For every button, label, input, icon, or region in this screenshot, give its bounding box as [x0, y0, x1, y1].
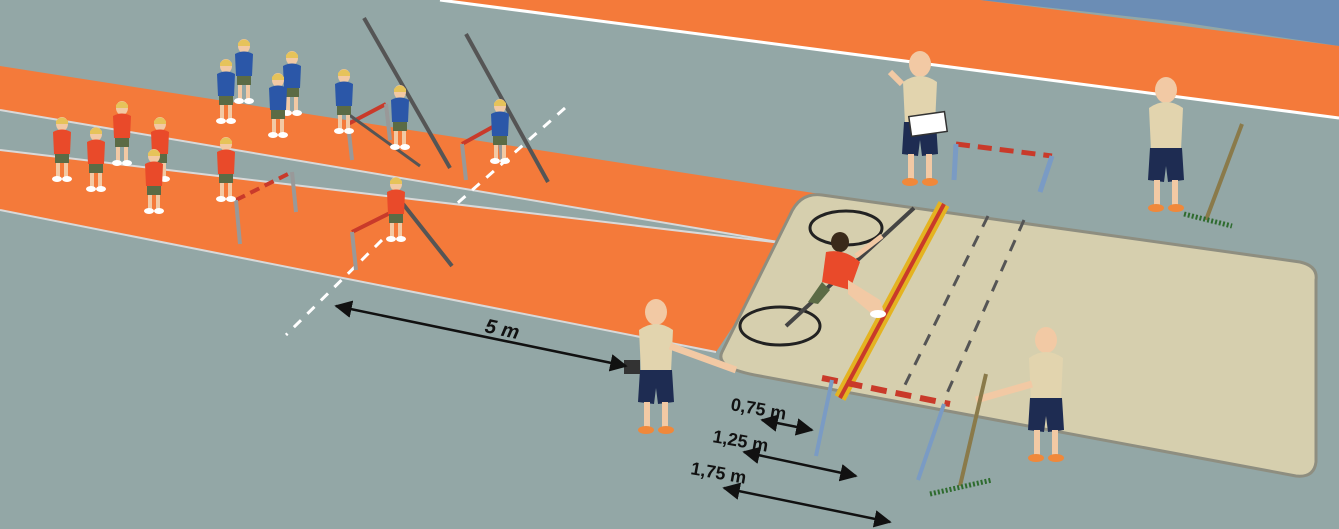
clipboard-icon — [909, 112, 947, 137]
clipboard-icon — [624, 360, 640, 374]
